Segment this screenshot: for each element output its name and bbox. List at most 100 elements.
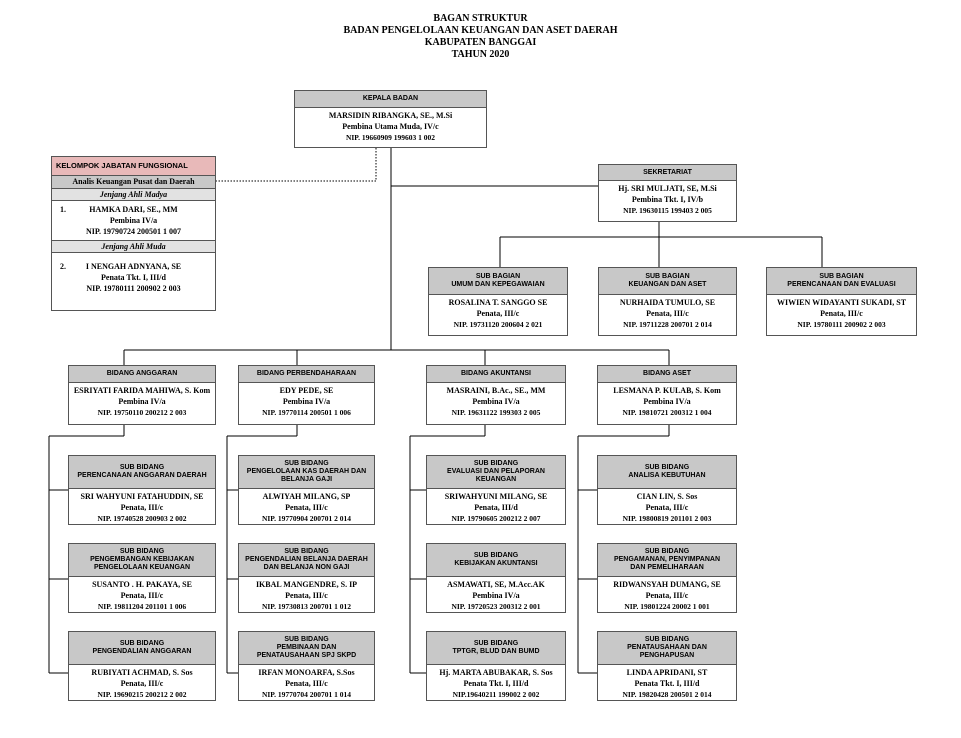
subbidang-2-2-name: IKBAL MANGENDRE, S. IP	[255, 580, 358, 589]
subbagian-keuangan-nip: NIP. 19711228 200701 2 014	[623, 320, 712, 329]
subbidang-4-1-nip: NIP. 19800819 201101 2 003	[622, 514, 712, 523]
subbidang-1-1-rank: Penata, III/c	[120, 503, 164, 512]
subbidang-4-2-header-h2: PENGAMANAN, PENYIMPANAN	[613, 556, 721, 563]
bidang-anggaran-rank: Pembina IV/a	[118, 397, 166, 406]
subbagian-perencanaan-nip: NIP. 19780111 200902 2 003	[797, 320, 886, 329]
bidang-perbendaharaan-header: BIDANG PERBENDAHARAAN	[239, 366, 374, 383]
bidang-aset-nip: NIP. 19810721 200312 1 004	[622, 408, 712, 417]
fungsional-item-2-name: I NENGAH ADNYANA, SE	[85, 262, 182, 271]
bidang-anggaran-box: BIDANG ANGGARAN ESRIYATI FARIDA MAHIWA, …	[68, 365, 216, 425]
subbidang-3-2-rank: Pembina IV/a	[472, 591, 520, 600]
subbidang-4-1-name: CIAN LIN, S. Sos	[636, 492, 698, 501]
sekretariat-rank: Pembina Tkt. I, IV/b	[631, 195, 704, 204]
subbidang-1-2-nip: NIP. 19811204 201101 1 006	[97, 602, 187, 611]
subbidang-1-3-rank: Penata, III/c	[120, 679, 164, 688]
subbidang-1-1-nip: NIP. 19740528 200903 2 002	[97, 514, 187, 523]
subbagian-umum-rank: Penata, III/c	[476, 309, 520, 318]
subbidang-2-3-nip: NIP. 19770704 200701 1 014	[261, 690, 352, 699]
kepala-name: MARSIDIN RIBANGKA, SE., M.Si	[328, 111, 453, 120]
subbidang-1-1-header-h1: SUB BIDANG	[119, 464, 165, 471]
subbidang-3-1-name: SRIWAHYUNI MILANG, SE	[444, 492, 548, 501]
subbidang-1-2-header-h3: PENGELOLAAN KEUANGAN	[93, 564, 191, 571]
subbidang-2-3-header-h3: PENATAUSAHAAN SPJ SKPD	[256, 652, 357, 659]
subbidang-2-2-header-h3: DAN BELANJA NON GAJI	[263, 564, 350, 571]
subbidang-4-3-nip: NIP. 19820428 200501 2 014	[622, 690, 712, 699]
subbidang-3-1-rank: Penata, III/d	[474, 503, 518, 512]
subbidang-4-2-header-h3: DAN PEMELIHARAAN	[630, 564, 704, 571]
fungsional-item-1-num: 1.	[60, 205, 66, 214]
title-line-4: TAHUN 2020	[451, 49, 510, 60]
subbidang-2-2-header-h1: SUB BIDANG	[284, 548, 329, 555]
subbidang-3-3-header-h2: TPTGR, BLUD DAN BUMD	[452, 648, 540, 655]
bidang-akuntansi-header: BIDANG AKUNTANSI	[427, 366, 565, 383]
subbidang-2-1-header-h2: PENGELOLAAN KAS DAERAH DAN	[246, 468, 367, 475]
subbagian-perencanaan-name: WIWIEN WIDAYANTI SUKADI, ST	[776, 298, 907, 307]
subbidang-2-3-rank: Penata, III/c	[285, 679, 328, 688]
chart-title: BAGAN STRUKTUR BADAN PENGELOLAAN KEUANGA…	[0, 13, 961, 61]
subbidang-2-2-rank: Penata, III/c	[285, 591, 328, 600]
bidang-anggaran-name: ESRIYATI FARIDA MAHIWA, S. Kom	[73, 386, 211, 395]
kepala-badan-body: MARSIDIN RIBANGKA, SE., M.Si Pembina Uta…	[295, 108, 486, 143]
subbidang-1-2-name: SUSANTO . H. PAKAYA, SE	[92, 580, 192, 589]
subbidang-4-2-nip: NIP. 19801224 20002 1 001	[624, 602, 710, 611]
subbagian-perencanaan-body: WIWIEN WIDAYANTI SUKADI, ST Penata, III/…	[767, 295, 916, 330]
sekretariat-box: SEKRETARIAT Hj. SRI MULJATI, SE, M.Si Pe…	[598, 164, 737, 222]
subbagian-keuangan-body: NURHAIDA TUMULO, SE Penata, III/c NIP. 1…	[599, 295, 736, 330]
subbidang-3-1-nip: NIP. 19790605 200212 2 007	[451, 514, 541, 523]
fungsional-item-2-nip: NIP. 19780111 200902 2 003	[86, 284, 181, 293]
subbidang-2-3-name: IRFAN MONOARFA, S.Sos	[258, 668, 355, 677]
kepala-nip: NIP. 19660909 199603 1 002	[345, 133, 436, 142]
bidang-aset-rank: Pembina IV/a	[643, 397, 691, 406]
bidang-perbendaharaan-nip: NIP. 19770114 200501 1 006	[262, 408, 351, 417]
kepala-badan-box: KEPALA BADAN MARSIDIN RIBANGKA, SE., M.S…	[294, 90, 487, 148]
subbagian-perencanaan-rank: Penata, III/c	[820, 309, 863, 318]
fungsional-item-2-num: 2.	[60, 262, 66, 271]
subbidang-4-3-name: LINDA APRIDANI, ST	[626, 668, 708, 677]
bidang-aset-body: LESMANA P. KULAB, S. Kom Pembina IV/a NI…	[598, 383, 736, 418]
subbagian-umum-name: ROSALINA T. SANGGO SE	[448, 298, 548, 307]
subbagian-keuangan-name: NURHAIDA TUMULO, SE	[619, 298, 716, 307]
subbidang-1-2-rank: Penata, III/c	[120, 591, 164, 600]
sekretariat-name: Hj. SRI MULJATI, SE, M.Si	[618, 184, 717, 193]
subbidang-4-3-rank: Penata Tkt. I, III/d	[634, 679, 700, 688]
subbagian-umum-nip: NIP. 19731120 200604 2 021	[453, 320, 543, 329]
bidang-anggaran-nip: NIP. 19750110 200212 2 003	[97, 408, 187, 417]
subbidang-4-1-header-h1: SUB BIDANG	[644, 464, 690, 471]
fungsional-level-muda: Jenjang Ahli Muda	[52, 241, 215, 253]
fungsional-item-1-rank: Pembina IV/a	[109, 216, 158, 225]
bidang-akuntansi-rank: Pembina IV/a	[472, 397, 520, 406]
subbidang-3-3-name: Hj. MARTA ABUBAKAR, S. Sos	[439, 668, 553, 677]
subbidang-3-2-header-h2: KEBIJAKAN AKUNTANSI	[454, 560, 538, 567]
